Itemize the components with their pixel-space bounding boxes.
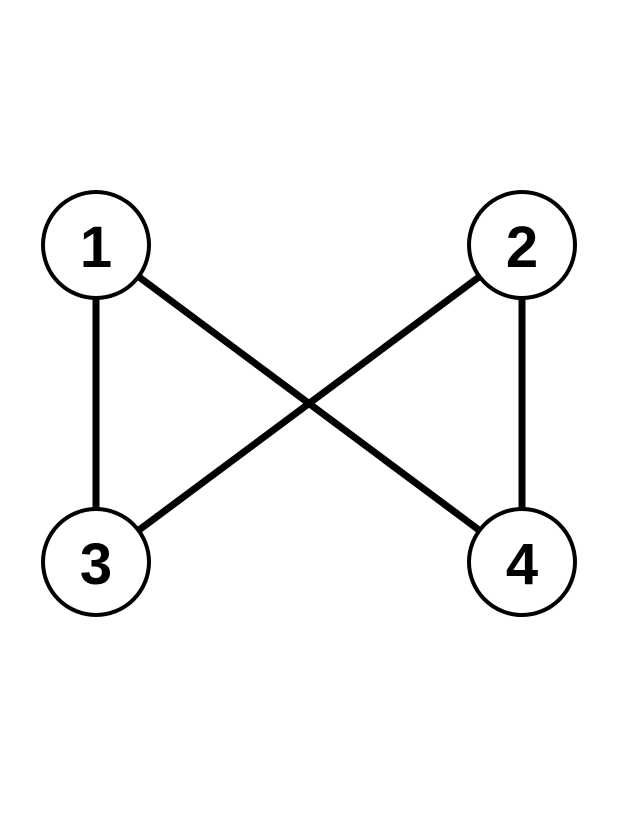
node-circle-1	[41, 190, 151, 300]
node-circle-2	[467, 190, 577, 300]
graph-edge-2-3	[93, 242, 525, 565]
graph-node-4: 4	[467, 507, 577, 617]
node-label-3: 3	[80, 532, 112, 597]
node-label-4: 4	[506, 532, 538, 597]
node-label-2: 2	[506, 215, 538, 280]
graph-node-1: 1	[41, 190, 151, 300]
graph-node-3: 3	[41, 507, 151, 617]
graph-node-2: 2	[467, 190, 577, 300]
node-circle-4	[467, 507, 577, 617]
node-label-1: 1	[80, 215, 112, 280]
node-circle-3	[41, 507, 151, 617]
